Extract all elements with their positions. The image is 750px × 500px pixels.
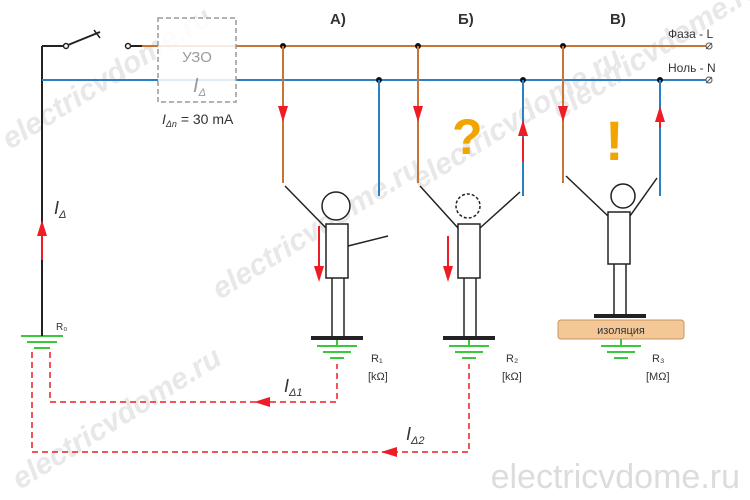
r1-unit: [kΩ] — [368, 371, 388, 383]
switch-contact-right — [124, 42, 132, 50]
phase-arrow-b — [413, 106, 423, 122]
person-a-body — [325, 223, 349, 279]
phase-label: Фаза - L — [668, 27, 714, 41]
leak-path-1 — [49, 352, 338, 403]
rcd-name: УЗО — [182, 49, 212, 66]
watermark-3: electricvdome.ru — [406, 41, 627, 196]
person-b-body — [457, 223, 481, 279]
switch-tick — [93, 29, 101, 39]
leak2-label: IΔ2 — [406, 424, 425, 447]
r2-label: R₂ — [506, 353, 518, 365]
watermark-4: electricvdome.ru — [6, 341, 227, 496]
bottom-watermark: electricvdome.ru — [491, 458, 740, 496]
rcd-rating: IΔn = 30 mA — [162, 111, 234, 129]
rcd-box — [157, 17, 237, 103]
leakage-paths — [31, 352, 470, 453]
r0-label: R₀ — [56, 322, 67, 333]
body-arrow-b — [443, 266, 453, 282]
leak1-arrow — [254, 397, 270, 407]
switch-contact-left — [62, 42, 70, 50]
question-mark: ? — [452, 109, 483, 165]
rcd-device: УЗО IΔ IΔn = 30 mA — [157, 17, 237, 129]
exclamation-mark: ! — [605, 109, 624, 172]
case-b-circuit: ? — [413, 46, 528, 359]
main-current-arrow — [37, 220, 47, 236]
source-ground — [21, 332, 63, 349]
main-current-label: IΔ — [54, 198, 66, 221]
leak-path-2 — [31, 352, 470, 453]
person-c-body — [607, 211, 631, 265]
person-a-head — [321, 191, 351, 221]
leak1-label: IΔ1 — [284, 376, 303, 399]
case-a-circuit — [278, 46, 389, 359]
r3-unit: [MΩ] — [646, 371, 670, 383]
person-c-head — [610, 183, 636, 209]
case-c-circuit: ! изоляция — [557, 46, 685, 359]
watermark-2: electricvdome.ru — [206, 151, 427, 306]
switch-blade — [67, 31, 101, 46]
rcd-current-symbol: IΔ — [193, 75, 206, 99]
insulation-label: изоляция — [597, 325, 645, 337]
supply-wiring — [41, 29, 713, 332]
r3-label: R₃ — [652, 353, 664, 365]
phase-arrow-c — [558, 106, 568, 122]
case-c-label: В) — [610, 11, 626, 28]
person-b-head — [455, 193, 481, 219]
neutral-label: Ноль - N — [668, 61, 716, 75]
neutral-arrow-c — [655, 106, 665, 122]
neutral-arrow-b — [518, 120, 528, 136]
case-a-label: А) — [330, 11, 346, 28]
case-b-label: Б) — [458, 11, 474, 28]
leak2-arrow — [381, 447, 397, 457]
r1-label: R₁ — [371, 353, 383, 365]
phase-arrow-a — [278, 106, 288, 122]
r2-unit: [kΩ] — [502, 371, 522, 383]
body-arrow-a — [314, 266, 324, 282]
